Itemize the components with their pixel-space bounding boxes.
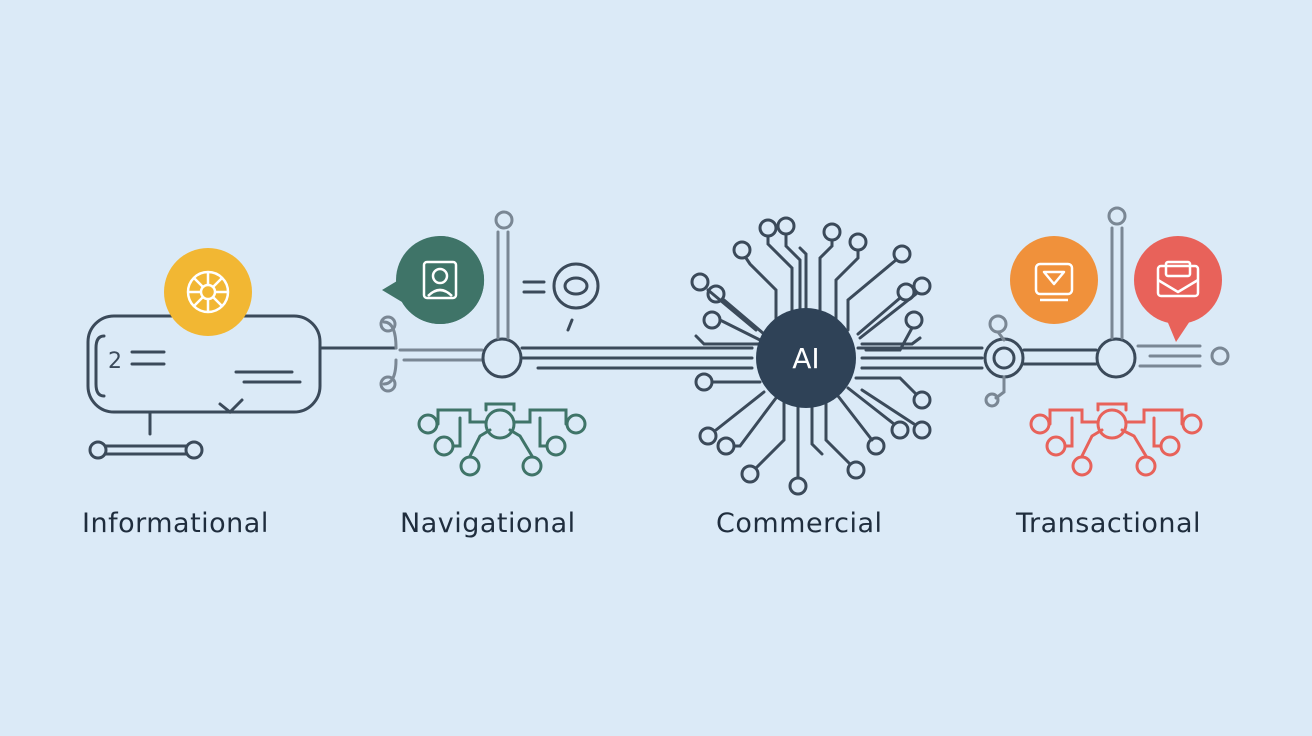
transactional-branch — [994, 375, 1006, 400]
envelope-badge-pointer — [1166, 318, 1192, 342]
informational-group — [86, 314, 398, 460]
shopping-badge-circle — [1010, 236, 1098, 324]
stage-label-transactional: Transactional — [1016, 508, 1202, 539]
stage-label-navigational: Navigational — [400, 508, 576, 539]
stage-label-informational: Informational — [82, 508, 269, 539]
profile-badge — [382, 235, 485, 324]
navigational-junction — [481, 337, 523, 379]
informational-node — [184, 440, 204, 460]
ai-circuit — [690, 216, 932, 496]
navigational-tick — [566, 318, 574, 332]
transactional-junction — [983, 337, 1025, 379]
transactional-circuit — [1029, 402, 1203, 477]
eye-icon-ring — [552, 262, 600, 310]
navigational-circuit — [417, 402, 587, 477]
check-icon — [218, 398, 244, 415]
navigational-top-node — [494, 210, 514, 230]
navigational-small-node — [379, 375, 397, 393]
informational-node — [88, 440, 108, 460]
stage-label-commercial: Commercial — [716, 508, 883, 539]
transactional-inner-node — [992, 346, 1016, 370]
envelope-icon — [1156, 260, 1200, 298]
transactional-branch — [996, 330, 1006, 342]
navigational-group — [379, 210, 754, 393]
profile-card-icon — [422, 260, 458, 300]
transactional-small-node — [984, 392, 1000, 408]
envelope-badge-circle — [1134, 236, 1222, 324]
shopping-bag-icon — [1034, 262, 1074, 302]
transactional-group — [856, 206, 1230, 408]
eye-icon — [563, 276, 589, 296]
globe-badge — [164, 248, 252, 336]
ai-hub-label: AI — [792, 342, 819, 375]
navigational-small-node — [379, 315, 397, 333]
shopping-badge — [1010, 236, 1098, 324]
informational-box-bracket — [94, 334, 106, 398]
ai-hub: AI — [756, 308, 856, 408]
informational-box-glyph: 2 — [108, 349, 122, 374]
transactional-junction — [1095, 337, 1137, 379]
ai-hub-circle — [756, 308, 856, 408]
transactional-small-node — [988, 314, 1008, 334]
globe-icon — [186, 270, 230, 314]
globe-badge-circle — [164, 248, 252, 336]
transactional-top-node — [1107, 206, 1127, 226]
envelope-badge — [1134, 236, 1222, 342]
transactional-end-node — [1210, 346, 1230, 366]
